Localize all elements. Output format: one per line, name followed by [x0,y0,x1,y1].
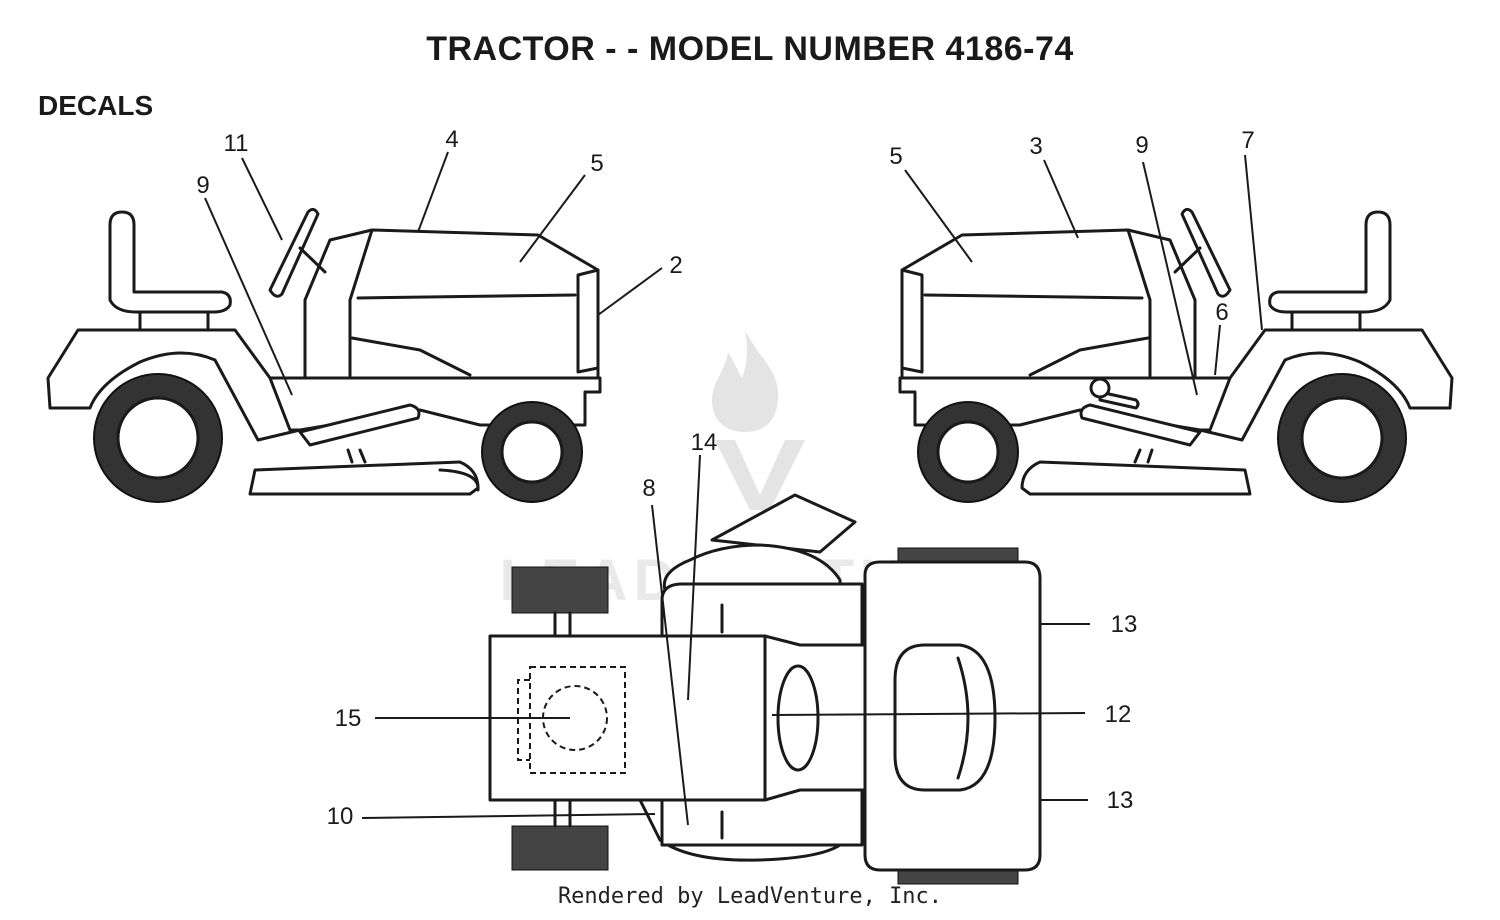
leader-11 [241,157,283,241]
leader-4 [417,151,449,233]
deck-discharge [438,468,480,492]
callout-9: 9 [196,172,209,199]
mower-deck [248,460,480,496]
leader-7 [1244,154,1263,331]
hood-emblem-curve [956,656,970,780]
grille [576,268,600,374]
callout-15: 15 [335,705,362,732]
leader-9 [204,197,293,396]
hood-side-panel-right [1028,336,1150,377]
flame-watermark-icon [712,330,779,432]
deck-mount [346,448,367,464]
callout-5: 5 [590,150,603,177]
leader-12 [771,712,1086,716]
dash-panel-top [776,664,820,772]
steering-shaft-right [1173,246,1202,274]
page-title: TRACTOR - - MODEL NUMBER 4186-74 [426,30,1074,68]
callout-3: 3 [1029,133,1042,160]
hood-right [900,228,1152,380]
steering-shaft [298,246,327,274]
rear-rim-left [116,396,200,480]
foot-pedal [298,403,421,447]
deck-mount-right [1133,448,1154,464]
callout-10: 10 [327,803,354,830]
front-tire-top-upper [897,547,1019,563]
rear-tire-top-lower [511,825,609,871]
callout-8: 8 [642,475,655,502]
rear-fender [46,328,602,442]
tractor-left-side-view: 11 4 5 9 2 [46,126,683,503]
leader-5-right [904,169,973,263]
leader-6 [1214,324,1221,376]
steering-wheel-top [710,493,857,554]
leader-8 [651,504,689,826]
seat-post [138,310,210,332]
grille-right [900,268,924,374]
callout-11: 11 [224,130,249,157]
callout-12: 12 [1105,701,1132,728]
leader-14 [687,454,701,701]
front-tire-top-lower [897,869,1019,885]
callout-7: 7 [1241,127,1254,154]
seat [108,210,232,314]
callout-13-upper: 13 [1111,611,1138,638]
hood-line-right [923,293,1144,300]
rear-fender-right [898,328,1454,442]
rear-axle-top [553,611,572,828]
section-label-decals: DECALS [38,90,154,121]
rear-rim-right [1300,396,1384,480]
leader-2 [597,267,663,316]
steering-wheel [268,207,320,298]
leader-9-right [1142,161,1198,396]
leader-10 [361,813,656,819]
footer-credit: Rendered by LeadVenture, Inc. [557,884,943,909]
callout-13-lower: 13 [1107,787,1134,814]
engine-side-dashed [517,679,530,761]
seat-post-right [1290,310,1362,332]
leader-3 [1043,159,1079,239]
callout-5-right: 5 [889,143,902,170]
seat-right [1268,210,1392,314]
mower-deck-right [1020,460,1252,496]
hood-emblem-top [893,643,997,792]
callout-2: 2 [669,252,682,279]
rear-tire-top-upper [511,566,609,614]
foot-pedal-right [1079,403,1202,447]
tractor-top-view: 14 8 13 15 12 10 13 [327,429,1138,885]
leader-5 [519,174,586,263]
steering-wheel-right [1180,207,1232,298]
callout-14: 14 [691,429,718,456]
hood [348,228,600,380]
hood-line [356,293,577,300]
callout-9-right: 9 [1135,132,1148,159]
front-rim-left [500,420,564,484]
v-watermark-icon [715,440,805,510]
hood-side-panel [350,336,472,377]
callout-6: 6 [1215,299,1228,326]
tractor-right-side-view: 5 3 9 7 6 [889,127,1454,503]
lift-lever-knob [1089,377,1111,399]
callout-4: 4 [445,126,458,153]
front-rim-right [936,420,1000,484]
lift-lever [1098,390,1140,410]
